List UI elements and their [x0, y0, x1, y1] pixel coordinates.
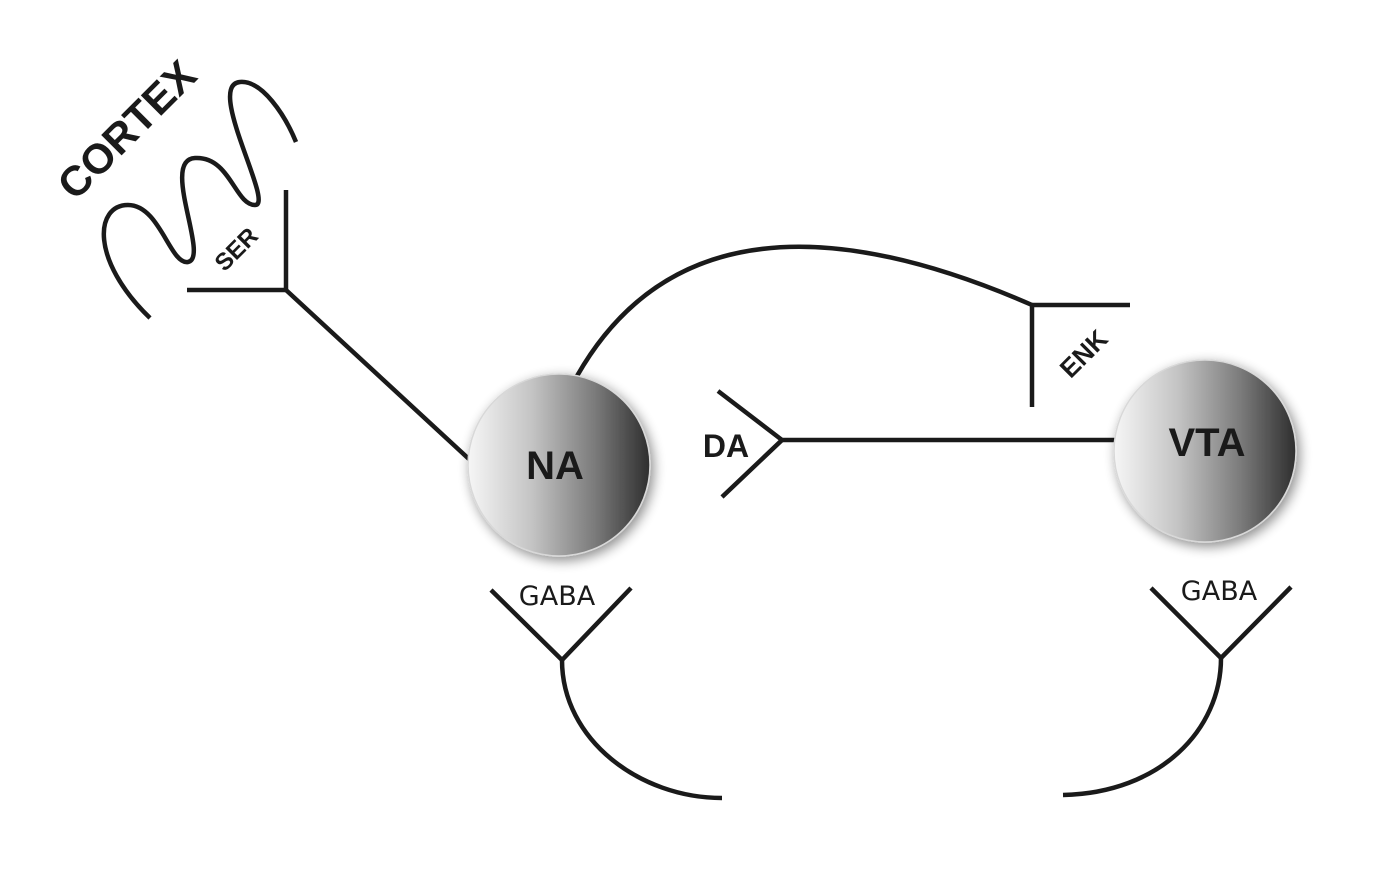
ser-projection — [284, 288, 472, 462]
gaba-projection-na — [559, 659, 723, 801]
ser-label: SER — [210, 223, 264, 277]
na-node — [467, 373, 651, 557]
vta-node — [1113, 359, 1297, 543]
enk-label: ENK — [1054, 323, 1114, 383]
da-label: DA — [703, 428, 749, 464]
enk-terminal — [1029, 302, 1130, 407]
ser-terminal — [187, 190, 289, 293]
da-terminal — [716, 389, 786, 499]
gaba-label-vta: GABA — [1181, 576, 1258, 607]
enk-projection-arc — [575, 244, 1033, 378]
gaba-label-na: GABA — [519, 581, 596, 612]
vta-label: VTA — [1168, 421, 1245, 465]
na-label: NA — [526, 444, 584, 488]
cortex-squiggle — [101, 79, 299, 320]
gaba-projection-vta — [1062, 657, 1224, 798]
